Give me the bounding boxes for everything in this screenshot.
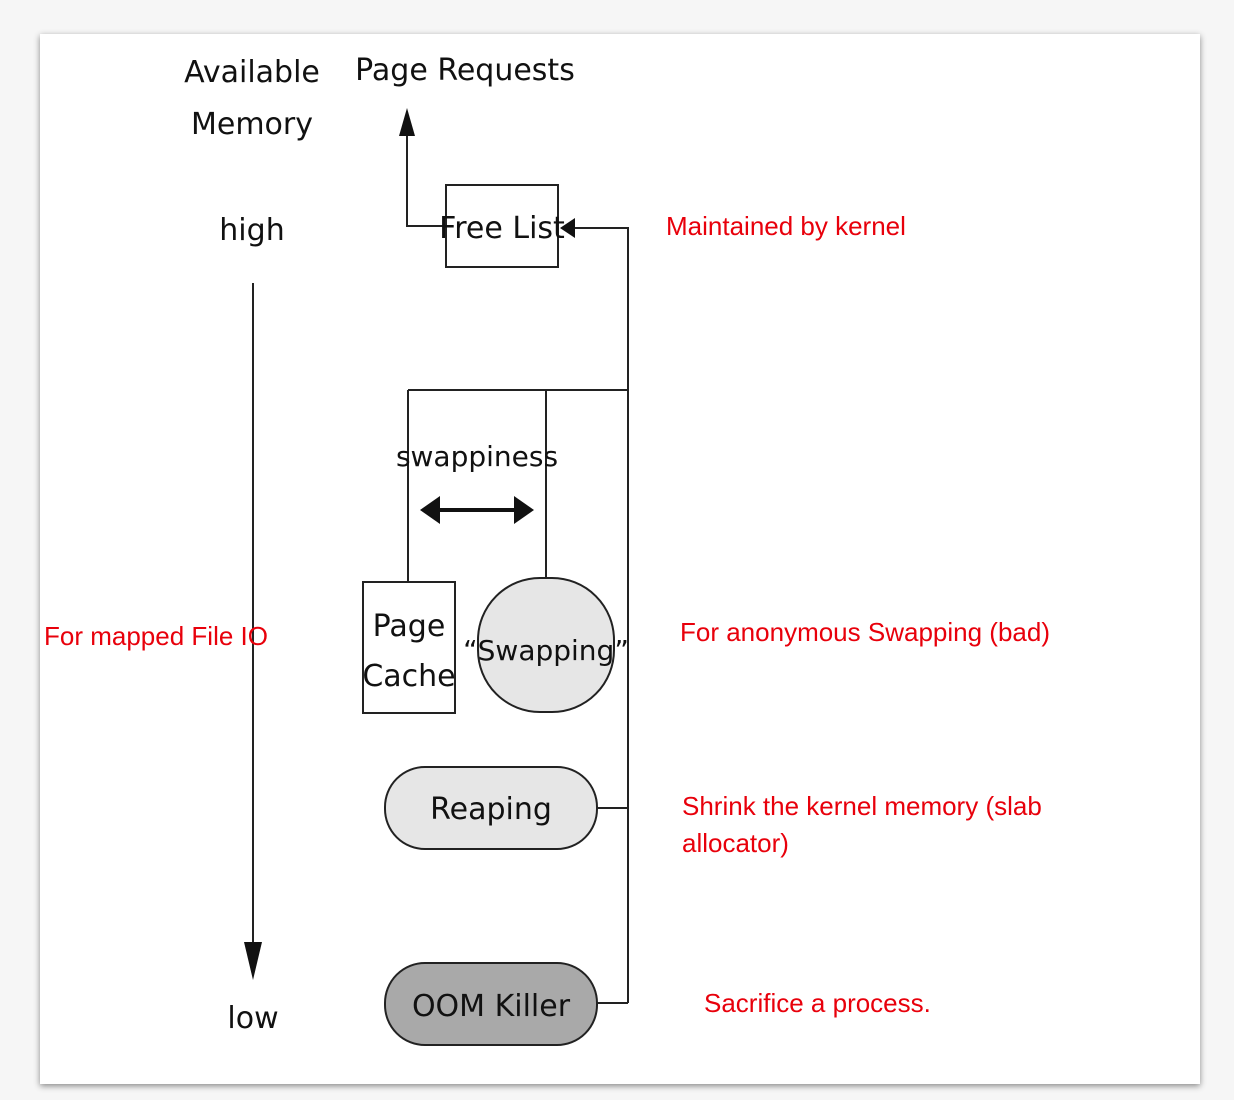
annotation-shrink-kernel-memory-line1: Shrink the kernel memory (slab	[682, 791, 1042, 821]
annotation-shrink-kernel-memory-line2: allocator)	[682, 828, 789, 858]
diagram-card	[40, 34, 1200, 1084]
swapping-pill	[477, 577, 615, 713]
oom-killer-label: OOM Killer	[412, 989, 571, 1024]
page-cache-label-line2: Cache	[362, 659, 455, 694]
high-label: high	[219, 213, 284, 248]
annotation-mapped-file-io: For mapped File IO	[44, 621, 268, 651]
available-memory-label-line2: Memory	[191, 107, 313, 142]
page-cache-box	[362, 581, 456, 714]
swapping-label: “Swapping”	[463, 634, 629, 667]
free-list-arrowhead	[560, 218, 575, 238]
free-list-label: Free List	[439, 211, 565, 246]
memory-axis-arrowhead	[244, 942, 262, 980]
page-requests-connector	[406, 135, 445, 227]
annotation-anonymous-swapping: For anonymous Swapping (bad)	[680, 617, 1050, 647]
swappiness-arrow-right-icon	[514, 496, 534, 524]
page-requests-label: Page Requests	[355, 53, 575, 88]
swappiness-label: swappiness	[396, 440, 558, 473]
swappiness-arrow-left-icon	[420, 496, 440, 524]
annotation-maintained-by-kernel: Maintained by kernel	[666, 211, 906, 241]
reaping-label: Reaping	[430, 792, 552, 827]
low-label: low	[227, 1001, 278, 1036]
annotation-sacrifice-process: Sacrifice a process.	[704, 988, 931, 1018]
reclaim-bus-line	[575, 227, 629, 1003]
page-requests-arrowhead	[399, 108, 415, 136]
free-list-box	[445, 184, 559, 268]
page-cache-label-line1: Page	[373, 609, 446, 644]
available-memory-label-line1: Available	[184, 55, 320, 90]
